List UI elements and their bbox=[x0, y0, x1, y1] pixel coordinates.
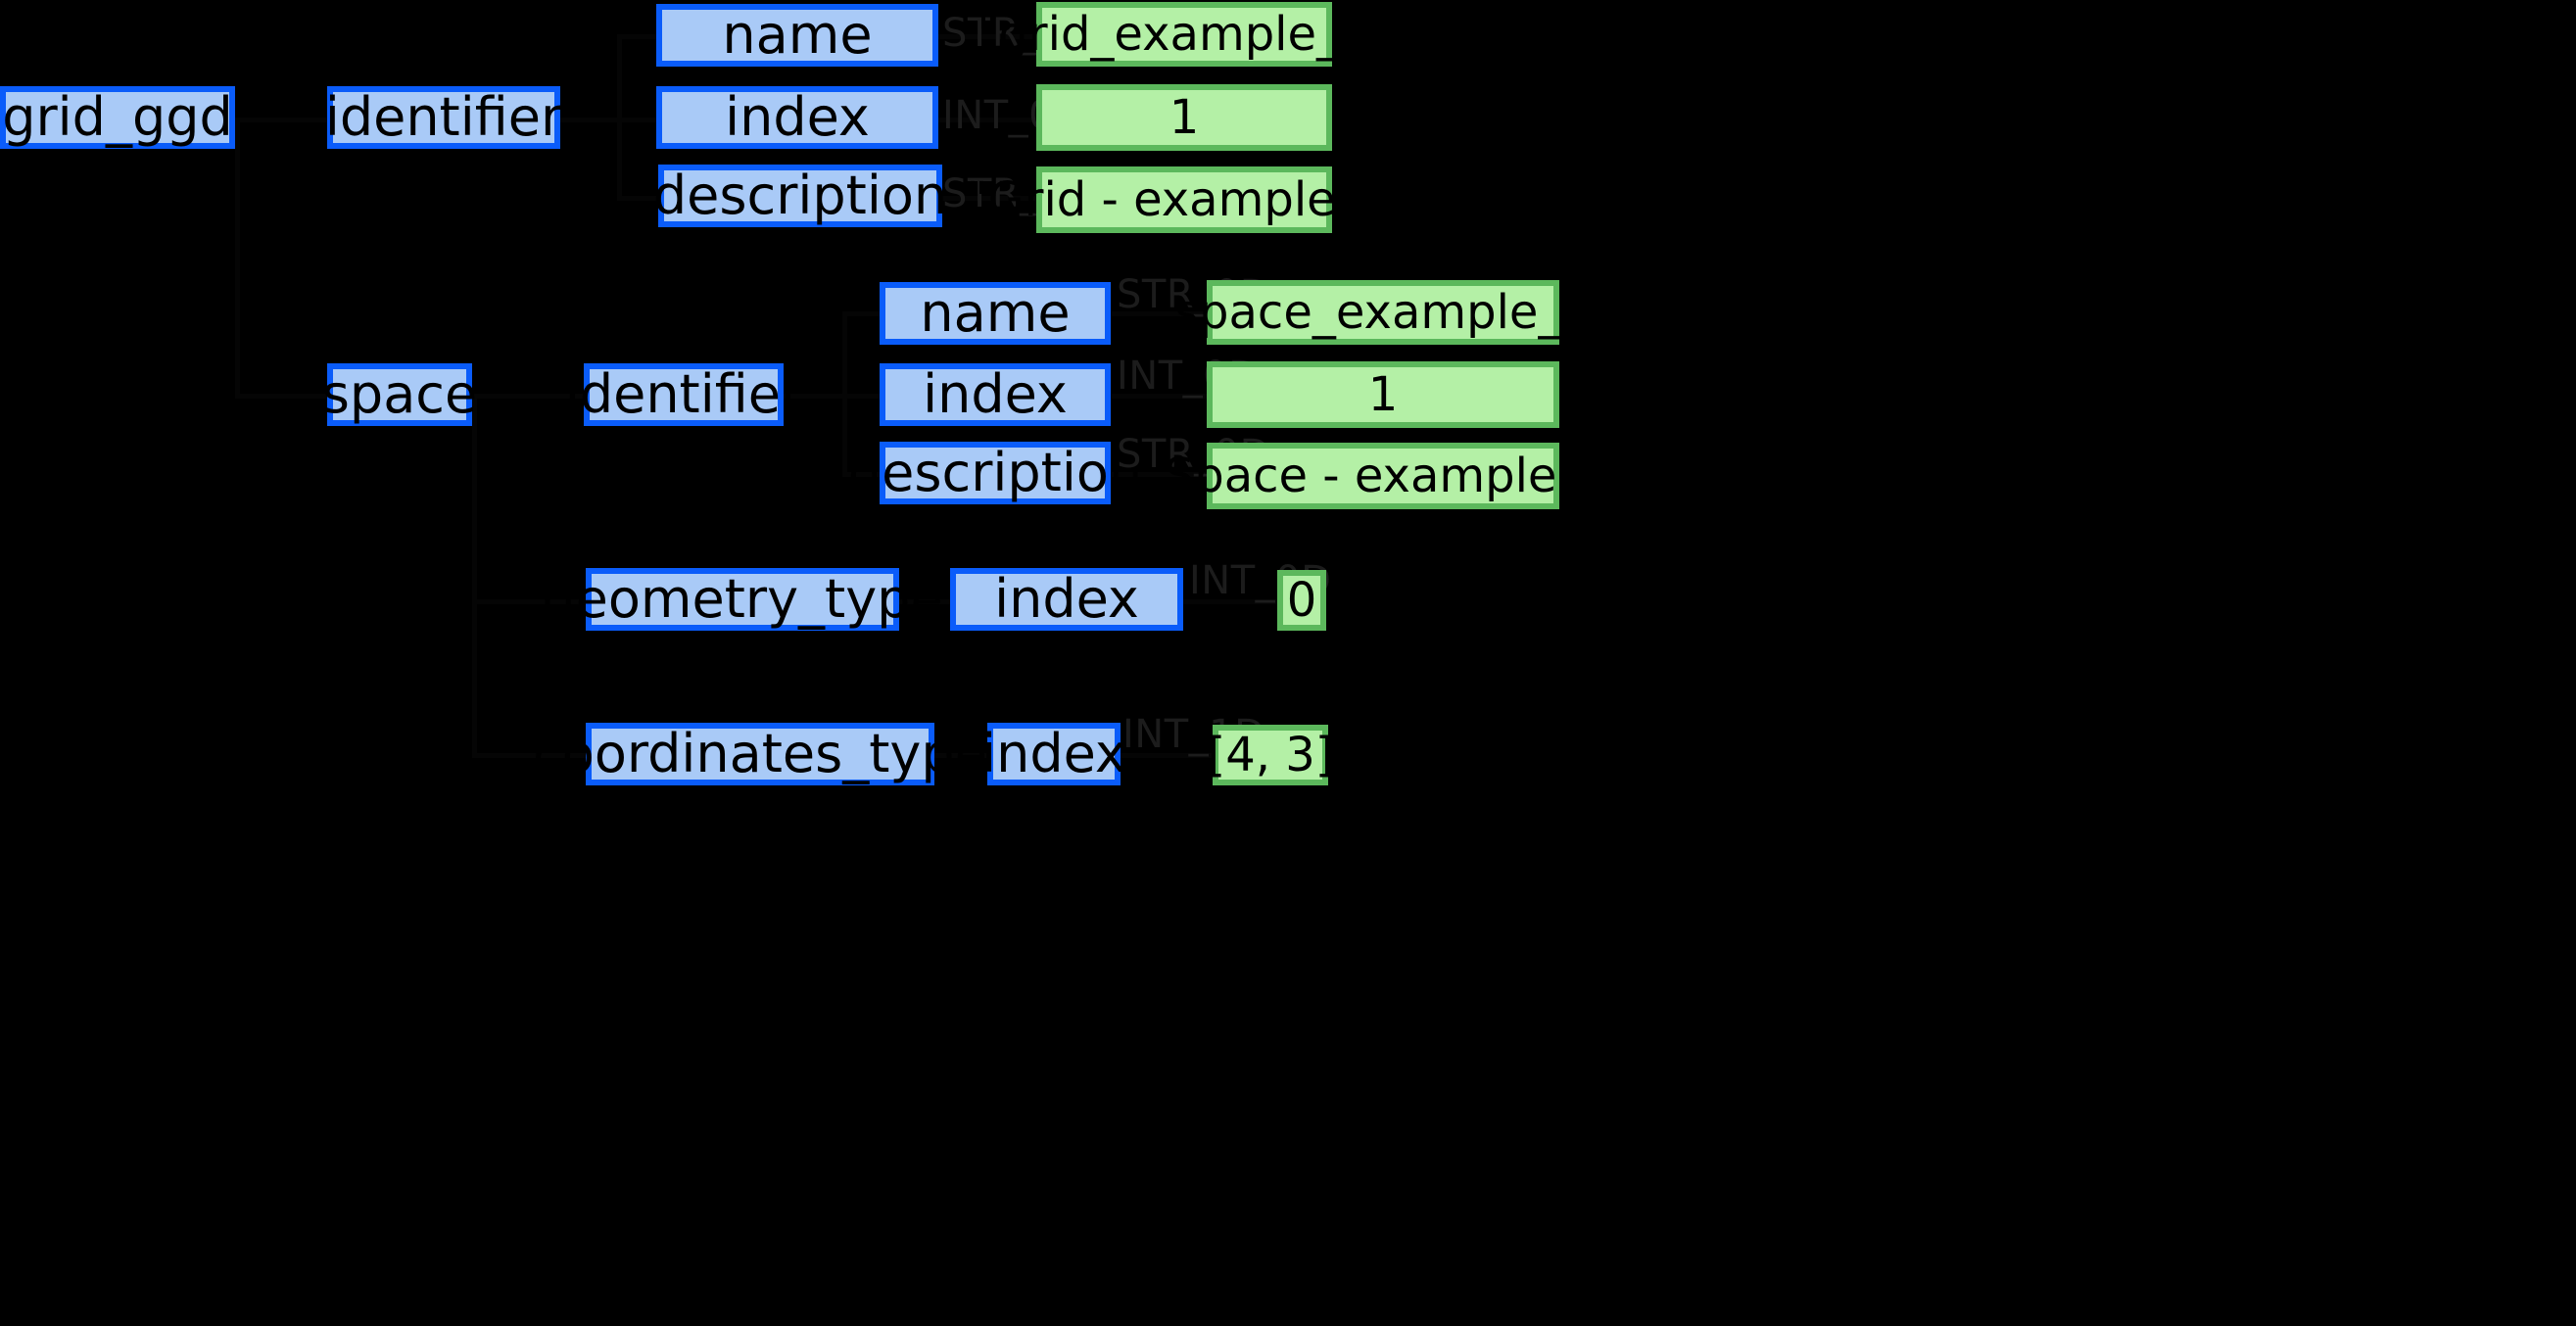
node-identifier-grid[interactable]: identifier bbox=[324, 86, 563, 149]
value-grid-index[interactable]: 1 bbox=[1036, 84, 1332, 151]
value-grid-description-text: "Grid - example 4" bbox=[966, 172, 1403, 227]
edge-space-geometry-bus bbox=[472, 394, 477, 599]
edge-identifier2-description bbox=[842, 472, 883, 477]
edge-space-coordinates-bus bbox=[472, 599, 477, 753]
edge-index-value bbox=[935, 118, 1038, 122]
edge-identifier-children bbox=[558, 118, 656, 122]
node-identifier-grid-label: identifier bbox=[324, 86, 563, 148]
value-space-index-text: 1 bbox=[1367, 367, 1399, 422]
value-geometry-type-index[interactable]: 0 bbox=[1277, 570, 1326, 631]
value-coordinates-type-index-text: [4, 3] bbox=[1207, 728, 1334, 782]
node-description-grid-label: description bbox=[652, 165, 948, 226]
node-grid-ggd-label: grid_ggd bbox=[2, 86, 233, 148]
node-index-geometry-type-label: index bbox=[994, 568, 1139, 630]
value-space-name[interactable]: "space_example_4" bbox=[1153, 280, 1613, 345]
edge-identifier-description bbox=[617, 196, 661, 201]
edge-geometry-index-value bbox=[1183, 599, 1279, 604]
node-grid-ggd[interactable]: grid_ggd bbox=[0, 86, 235, 149]
value-geometry-type-index-text: 0 bbox=[1286, 573, 1317, 628]
node-index-space[interactable]: index bbox=[880, 363, 1111, 426]
edge-name-value bbox=[935, 34, 1038, 39]
node-description-space[interactable]: description bbox=[848, 442, 1142, 504]
node-identifier-space[interactable]: identifier bbox=[565, 363, 802, 426]
value-space-index[interactable]: 1 bbox=[1207, 361, 1559, 428]
value-space-name-text: "space_example_4" bbox=[1152, 285, 1614, 340]
edge-coordinatestype-index bbox=[932, 753, 989, 758]
node-index-space-label: index bbox=[923, 363, 1068, 425]
node-index-grid[interactable]: index bbox=[656, 86, 938, 149]
value-space-description-text: "Space - example 4" bbox=[1142, 449, 1624, 503]
edge-description-value bbox=[942, 196, 1040, 201]
node-name-grid-label: name bbox=[722, 4, 873, 66]
edge-description2-value bbox=[1112, 472, 1210, 477]
node-description-grid[interactable]: description bbox=[653, 165, 947, 227]
node-name-space-label: name bbox=[920, 282, 1071, 344]
node-name-space[interactable]: name bbox=[880, 282, 1111, 345]
edge-space-geometrytype bbox=[472, 599, 588, 604]
edge-identifier2-children bbox=[784, 394, 882, 399]
node-index-grid-label: index bbox=[725, 86, 870, 148]
edge-identifier2-bus bbox=[842, 311, 847, 473]
node-coordinates-type[interactable]: coordinates_type bbox=[533, 723, 987, 785]
edge-index2-value bbox=[1112, 394, 1210, 399]
edge-gridggd-identifier bbox=[235, 118, 328, 122]
edge-space-coordinatestype bbox=[472, 753, 588, 758]
node-space[interactable]: space bbox=[322, 363, 477, 426]
edge-coordinates-index-value bbox=[1120, 753, 1214, 758]
edge-geometrytype-index bbox=[899, 599, 953, 604]
node-geometry-type-label: geometry_type bbox=[542, 568, 943, 630]
node-index-coordinates-type[interactable]: index bbox=[981, 723, 1126, 785]
edge-gridggd-space bbox=[235, 394, 328, 399]
node-space-label: space bbox=[321, 363, 478, 425]
edge-space-identifier bbox=[472, 394, 585, 399]
value-grid-description[interactable]: "Grid - example 4" bbox=[966, 166, 1403, 233]
node-name-grid[interactable]: name bbox=[656, 4, 938, 67]
node-description-space-label: description bbox=[847, 442, 1143, 503]
edge-gridggd-space-bus bbox=[235, 118, 240, 397]
edge-identifier-bus bbox=[617, 34, 622, 201]
value-coordinates-type-index[interactable]: [4, 3] bbox=[1207, 725, 1334, 785]
node-identifier-space-label: identifier bbox=[564, 363, 803, 425]
node-coordinates-type-label: coordinates_type bbox=[533, 723, 987, 784]
edge-identifier2-name bbox=[842, 311, 883, 316]
node-index-coordinates-type-label: index bbox=[981, 723, 1126, 784]
value-space-description[interactable]: "Space - example 4" bbox=[1143, 443, 1623, 509]
node-index-geometry-type[interactable]: index bbox=[950, 568, 1183, 631]
value-grid-index-text: 1 bbox=[1169, 90, 1200, 145]
value-grid-name-text: "grid_example_4" bbox=[977, 7, 1392, 62]
node-geometry-type[interactable]: geometry_type bbox=[542, 568, 943, 631]
edge-identifier-name bbox=[617, 34, 658, 39]
edge-name2-value bbox=[1112, 311, 1210, 316]
value-grid-name[interactable]: "grid_example_4" bbox=[977, 2, 1392, 67]
